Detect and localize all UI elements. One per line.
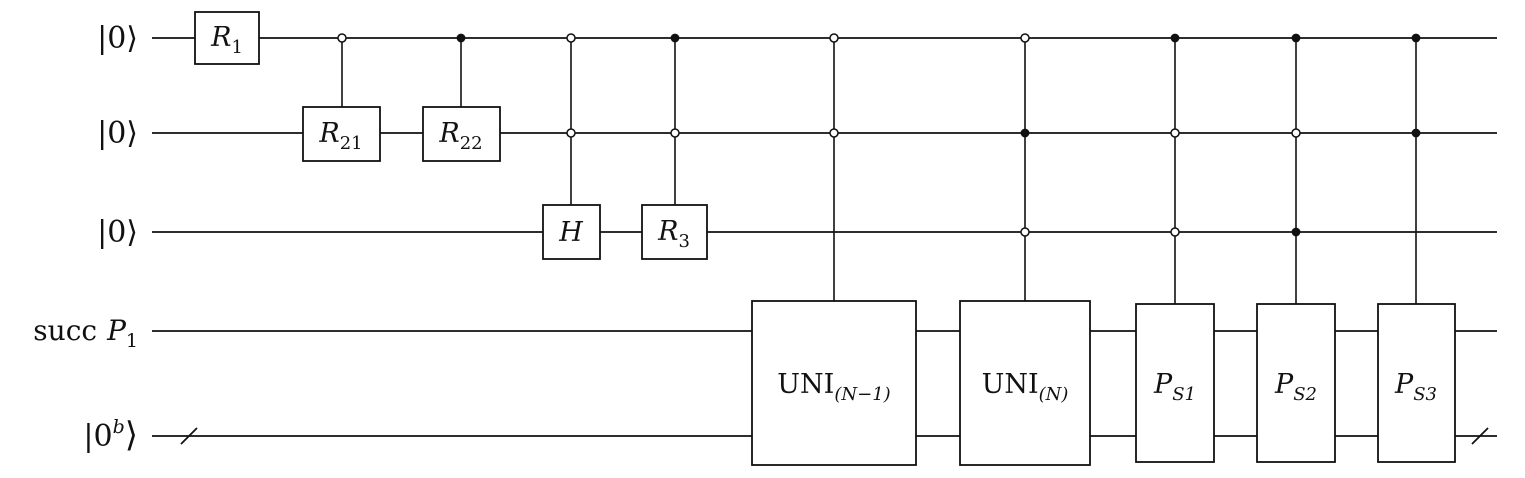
open-control-dot	[1291, 128, 1301, 138]
open-control-dot	[1170, 227, 1180, 237]
wire-label-succ-text: succ	[33, 314, 97, 347]
wire-label-succ: succ P1	[33, 314, 138, 352]
open-control-dot	[1020, 33, 1030, 43]
open-control-dot	[1020, 227, 1030, 237]
wire-label-ancilla-sup: b	[113, 416, 125, 438]
gate-ps2: PS2	[1256, 303, 1336, 463]
gates: R1 R21 R22 H R3 UNI(N−1) UNI(N) PS1	[194, 11, 1456, 466]
gate-ps3-main: P	[1394, 369, 1414, 400]
gate-r22: R22	[422, 106, 501, 162]
gate-r3-main: R	[657, 216, 678, 247]
gate-uni-n-minus-1: UNI(N−1)	[751, 300, 917, 466]
filled-control-dot	[670, 33, 680, 43]
gate-r3: R3	[641, 204, 708, 260]
filled-control-dot	[1411, 33, 1421, 43]
gate-ps2-main: P	[1274, 369, 1294, 400]
gate-ps3-sub: S3	[1413, 384, 1437, 405]
gate-ps3: PS3	[1377, 303, 1456, 463]
gate-ps1-main: P	[1153, 369, 1173, 400]
control-lines	[341, 38, 1417, 304]
gate-r3-sub: 3	[678, 231, 689, 252]
svg-text:R1: R1	[210, 22, 243, 58]
gate-r21-sub: 21	[340, 133, 363, 154]
gate-uni-n-main: UNI	[982, 369, 1039, 400]
filled-control-dot	[1411, 128, 1421, 138]
svg-text:UNI(N−1): UNI(N−1)	[777, 369, 890, 405]
svg-text:PS3: PS3	[1394, 369, 1437, 405]
filled-control-dot	[456, 33, 466, 43]
filled-control-dot	[1170, 33, 1180, 43]
gate-r21-main: R	[318, 118, 339, 149]
multi-wire-slash-left	[180, 427, 198, 445]
filled-control-dot	[1291, 227, 1301, 237]
control-dots	[337, 33, 1421, 237]
open-control-dot	[337, 33, 347, 43]
multi-wire-slash-right	[1471, 427, 1489, 445]
wire-label-ancilla-text: |0	[83, 419, 112, 454]
gate-ps2-sub: S2	[1293, 384, 1317, 405]
gate-r22-sub: 22	[460, 133, 483, 154]
svg-text:PS2: PS2	[1274, 369, 1317, 405]
wire-label-q3: |0⟩	[97, 215, 138, 250]
gate-r21: R21	[302, 106, 381, 162]
gate-ps1: PS1	[1135, 303, 1215, 463]
svg-text:R3: R3	[657, 216, 690, 252]
open-control-dot	[566, 128, 576, 138]
gate-r1-main: R	[210, 22, 231, 53]
open-control-dot	[670, 128, 680, 138]
svg-text:UNI(N): UNI(N)	[982, 369, 1069, 405]
wire-label-q1: |0⟩	[97, 21, 138, 56]
filled-control-dot	[1291, 33, 1301, 43]
wire-label-succ-sub: 1	[126, 330, 138, 352]
gate-h-main: H	[558, 217, 583, 248]
gate-r22-main: R	[438, 118, 459, 149]
wire-label-ancilla-close: ⟩	[125, 415, 138, 455]
svg-text:R22: R22	[438, 118, 482, 154]
gate-ps1-sub: S1	[1172, 384, 1196, 405]
wire-label-q2: |0⟩	[97, 116, 138, 151]
svg-text:PS1: PS1	[1153, 369, 1196, 405]
open-control-dot	[1170, 128, 1180, 138]
gate-uni-n-sub: (N)	[1039, 384, 1069, 405]
wire-label-ancilla: |0b⟩	[83, 415, 138, 455]
gate-uni-n1-sub: (N−1)	[834, 384, 890, 405]
gate-h: H	[542, 204, 601, 260]
gate-r1: R1	[194, 11, 260, 65]
gate-r1-sub: 1	[231, 37, 242, 58]
open-control-dot	[829, 128, 839, 138]
gate-uni-n: UNI(N)	[959, 300, 1091, 466]
filled-control-dot	[1020, 128, 1030, 138]
wire-label-succ-var: P	[106, 314, 127, 347]
open-control-dot	[566, 33, 576, 43]
svg-text:R21: R21	[318, 118, 362, 154]
open-control-dot	[829, 33, 839, 43]
gate-uni-n1-main: UNI	[777, 369, 834, 400]
